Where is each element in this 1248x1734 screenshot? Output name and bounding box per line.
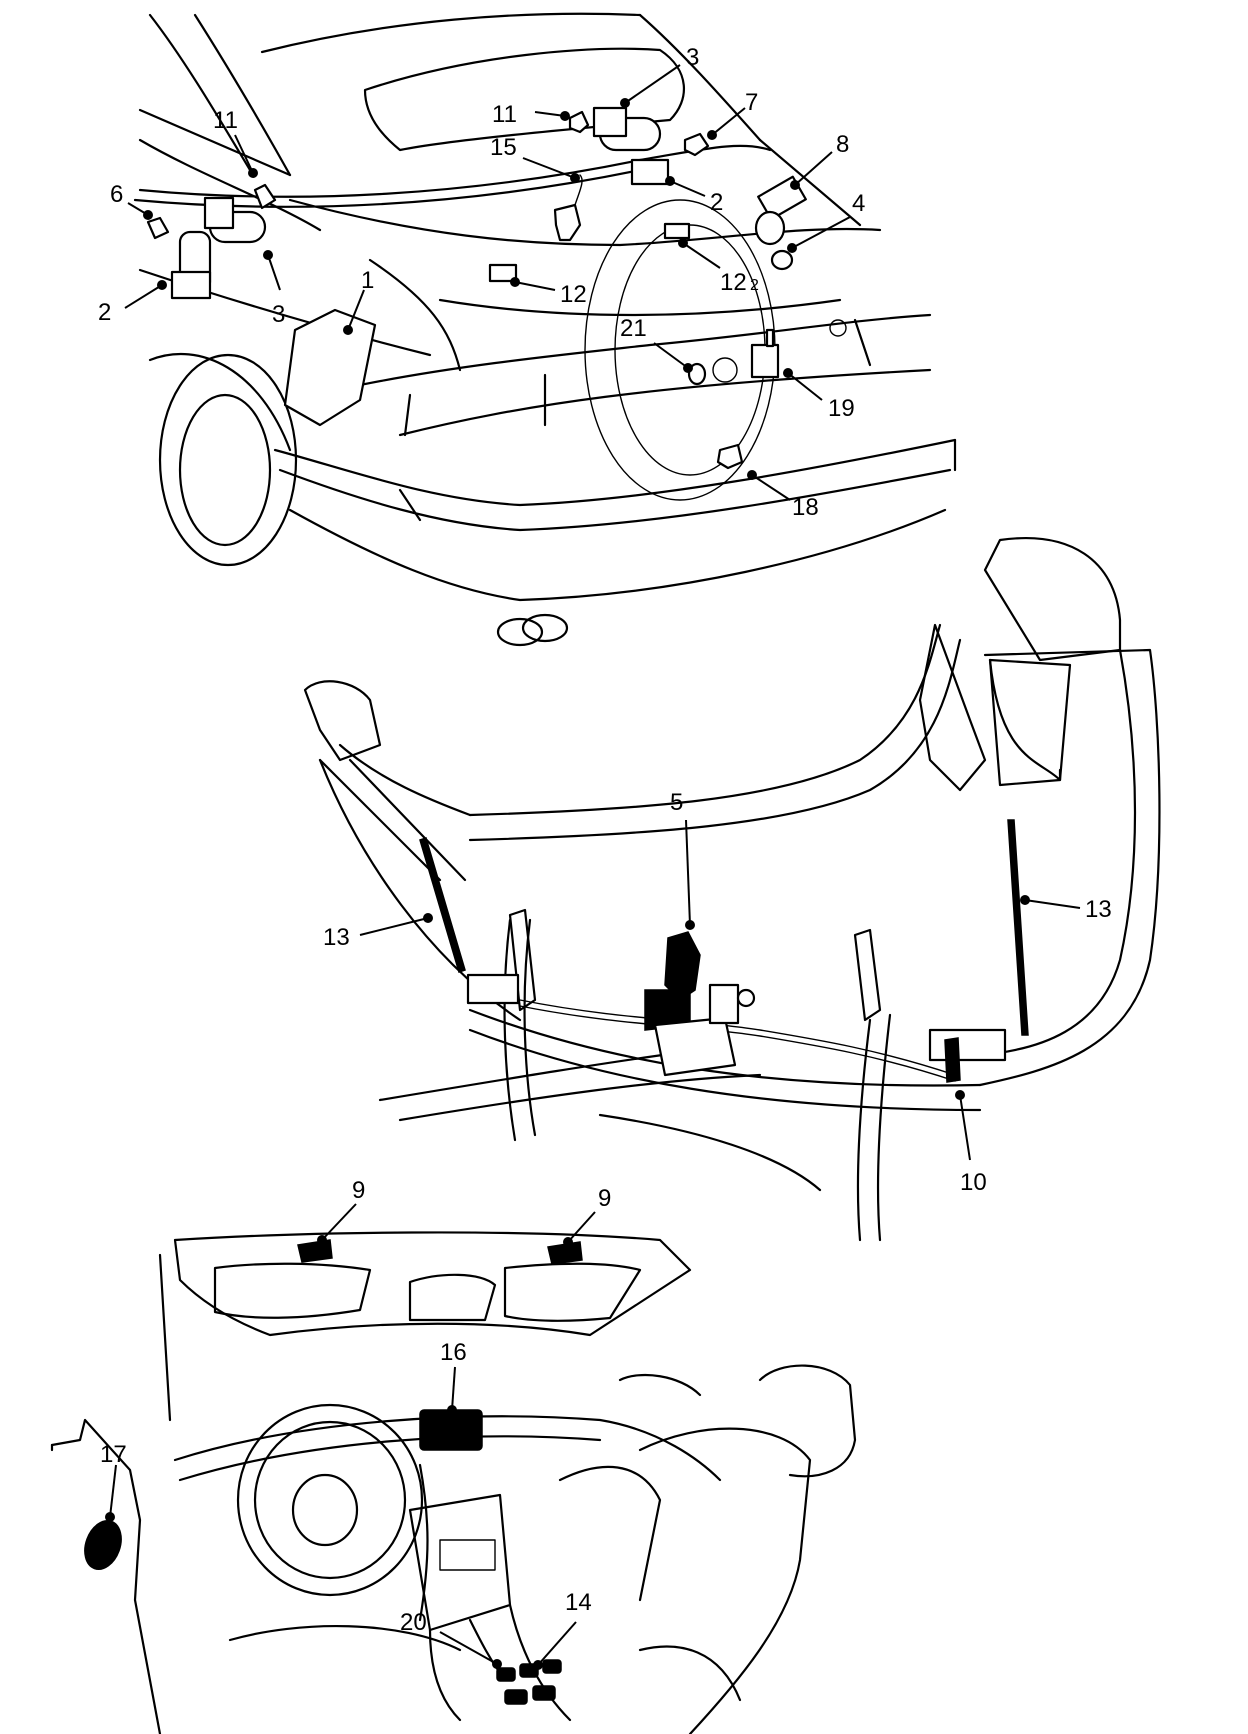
callout-7: 7 <box>745 89 758 116</box>
callout-15: 15 <box>490 134 517 161</box>
callout-20: 20 <box>400 1609 427 1636</box>
callout-5: 5 <box>670 789 683 816</box>
callout-4: 4 <box>852 190 865 217</box>
callout-16: 16 <box>440 1339 467 1366</box>
control-unit-box <box>283 308 377 427</box>
callout-3-right: 3 <box>686 44 699 71</box>
callout-1: 1 <box>361 267 374 294</box>
callout-9-right: 9 <box>598 1185 611 1212</box>
callout-9-left: 9 <box>352 1177 365 1204</box>
part-16-module <box>419 1409 483 1451</box>
callout-2-right: 2 <box>710 189 723 216</box>
callout-12-right: 12 <box>720 269 747 296</box>
car-rear-view <box>133 12 957 647</box>
callout-11-right: 11 <box>492 101 517 128</box>
callout-11-left: 11 <box>213 107 238 134</box>
callout-8: 8 <box>836 131 849 158</box>
callout-12-right-suffix: 2 <box>750 277 759 294</box>
callout-10: 10 <box>960 1169 987 1196</box>
callout-leaders <box>105 64 1081 1670</box>
callout-12-left: 12 <box>560 281 587 308</box>
callout-19: 19 <box>828 395 855 422</box>
callout-14: 14 <box>565 1589 592 1616</box>
soft-top-frame-view <box>303 537 1161 1242</box>
callout-17: 17 <box>100 1441 127 1468</box>
callout-labels: 1 2 2 3 3 4 5 6 7 8 9 9 10 11 11 12 12 2… <box>98 44 1112 1636</box>
callout-13-left: 13 <box>323 924 350 951</box>
callout-13-right: 13 <box>1085 896 1112 923</box>
callout-18: 18 <box>792 494 819 521</box>
callout-3-left: 3 <box>272 301 285 328</box>
interior-view <box>50 1231 857 1734</box>
callout-2-left: 2 <box>98 299 111 326</box>
callout-6: 6 <box>110 181 123 208</box>
callout-21: 21 <box>620 315 647 342</box>
